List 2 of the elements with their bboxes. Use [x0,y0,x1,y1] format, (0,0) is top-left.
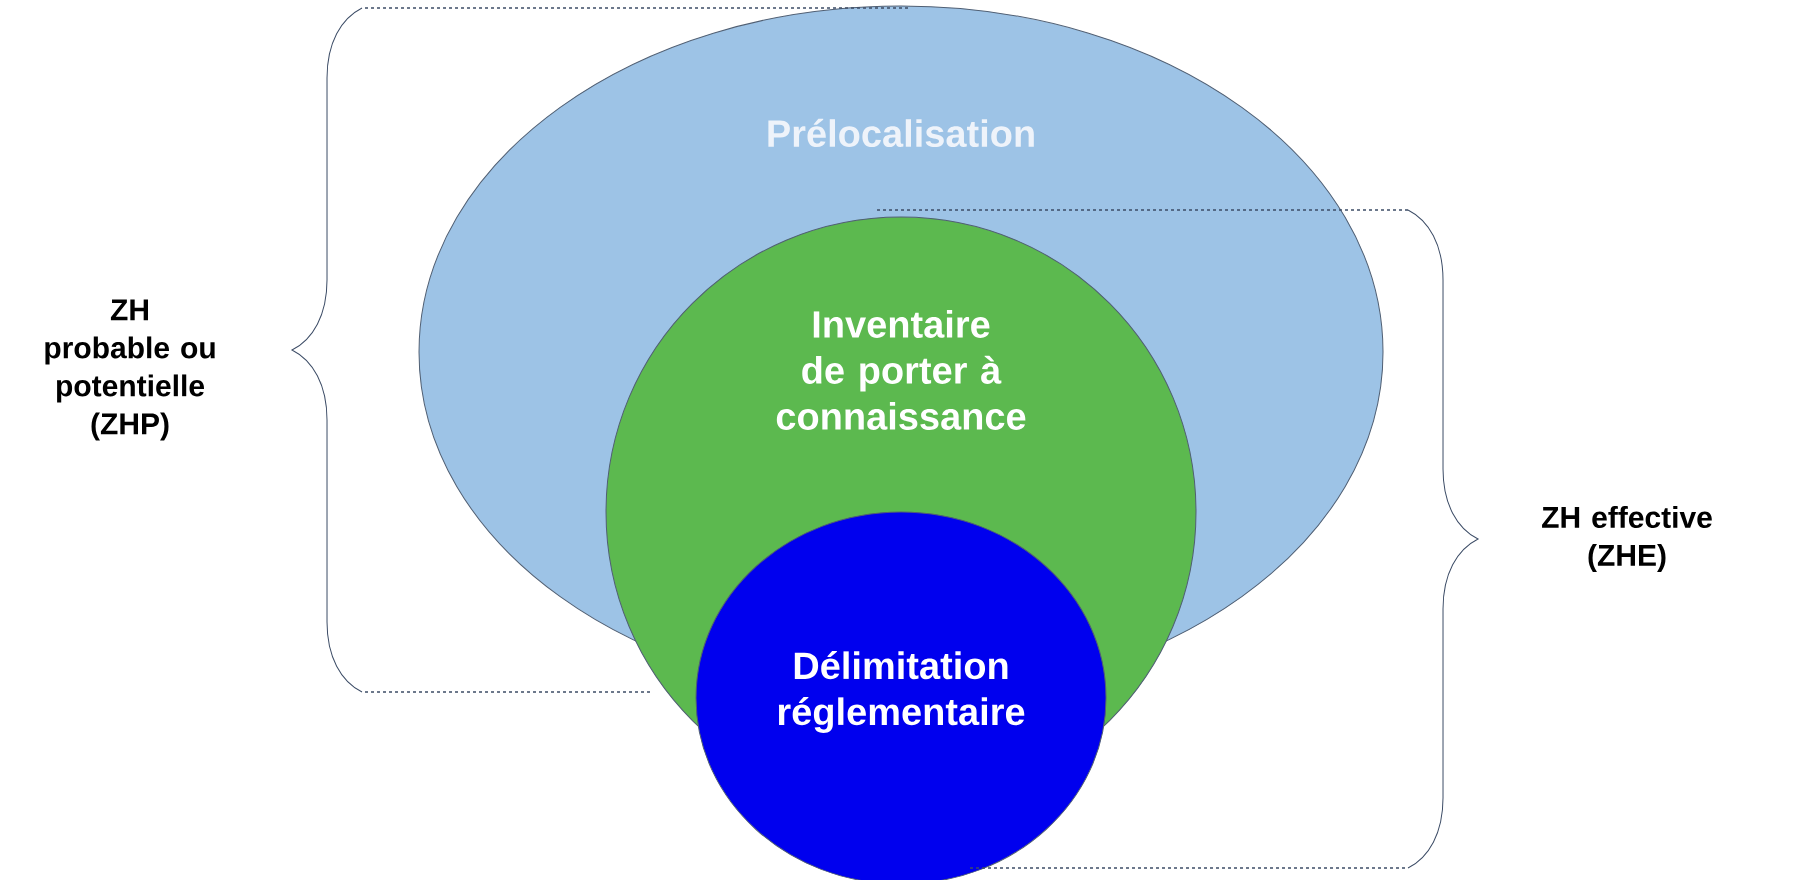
brace-label: ZH effective (ZHE) [1542,506,1712,572]
brace-label: ZH probable ou potentielle (ZHP) [45,299,215,441]
